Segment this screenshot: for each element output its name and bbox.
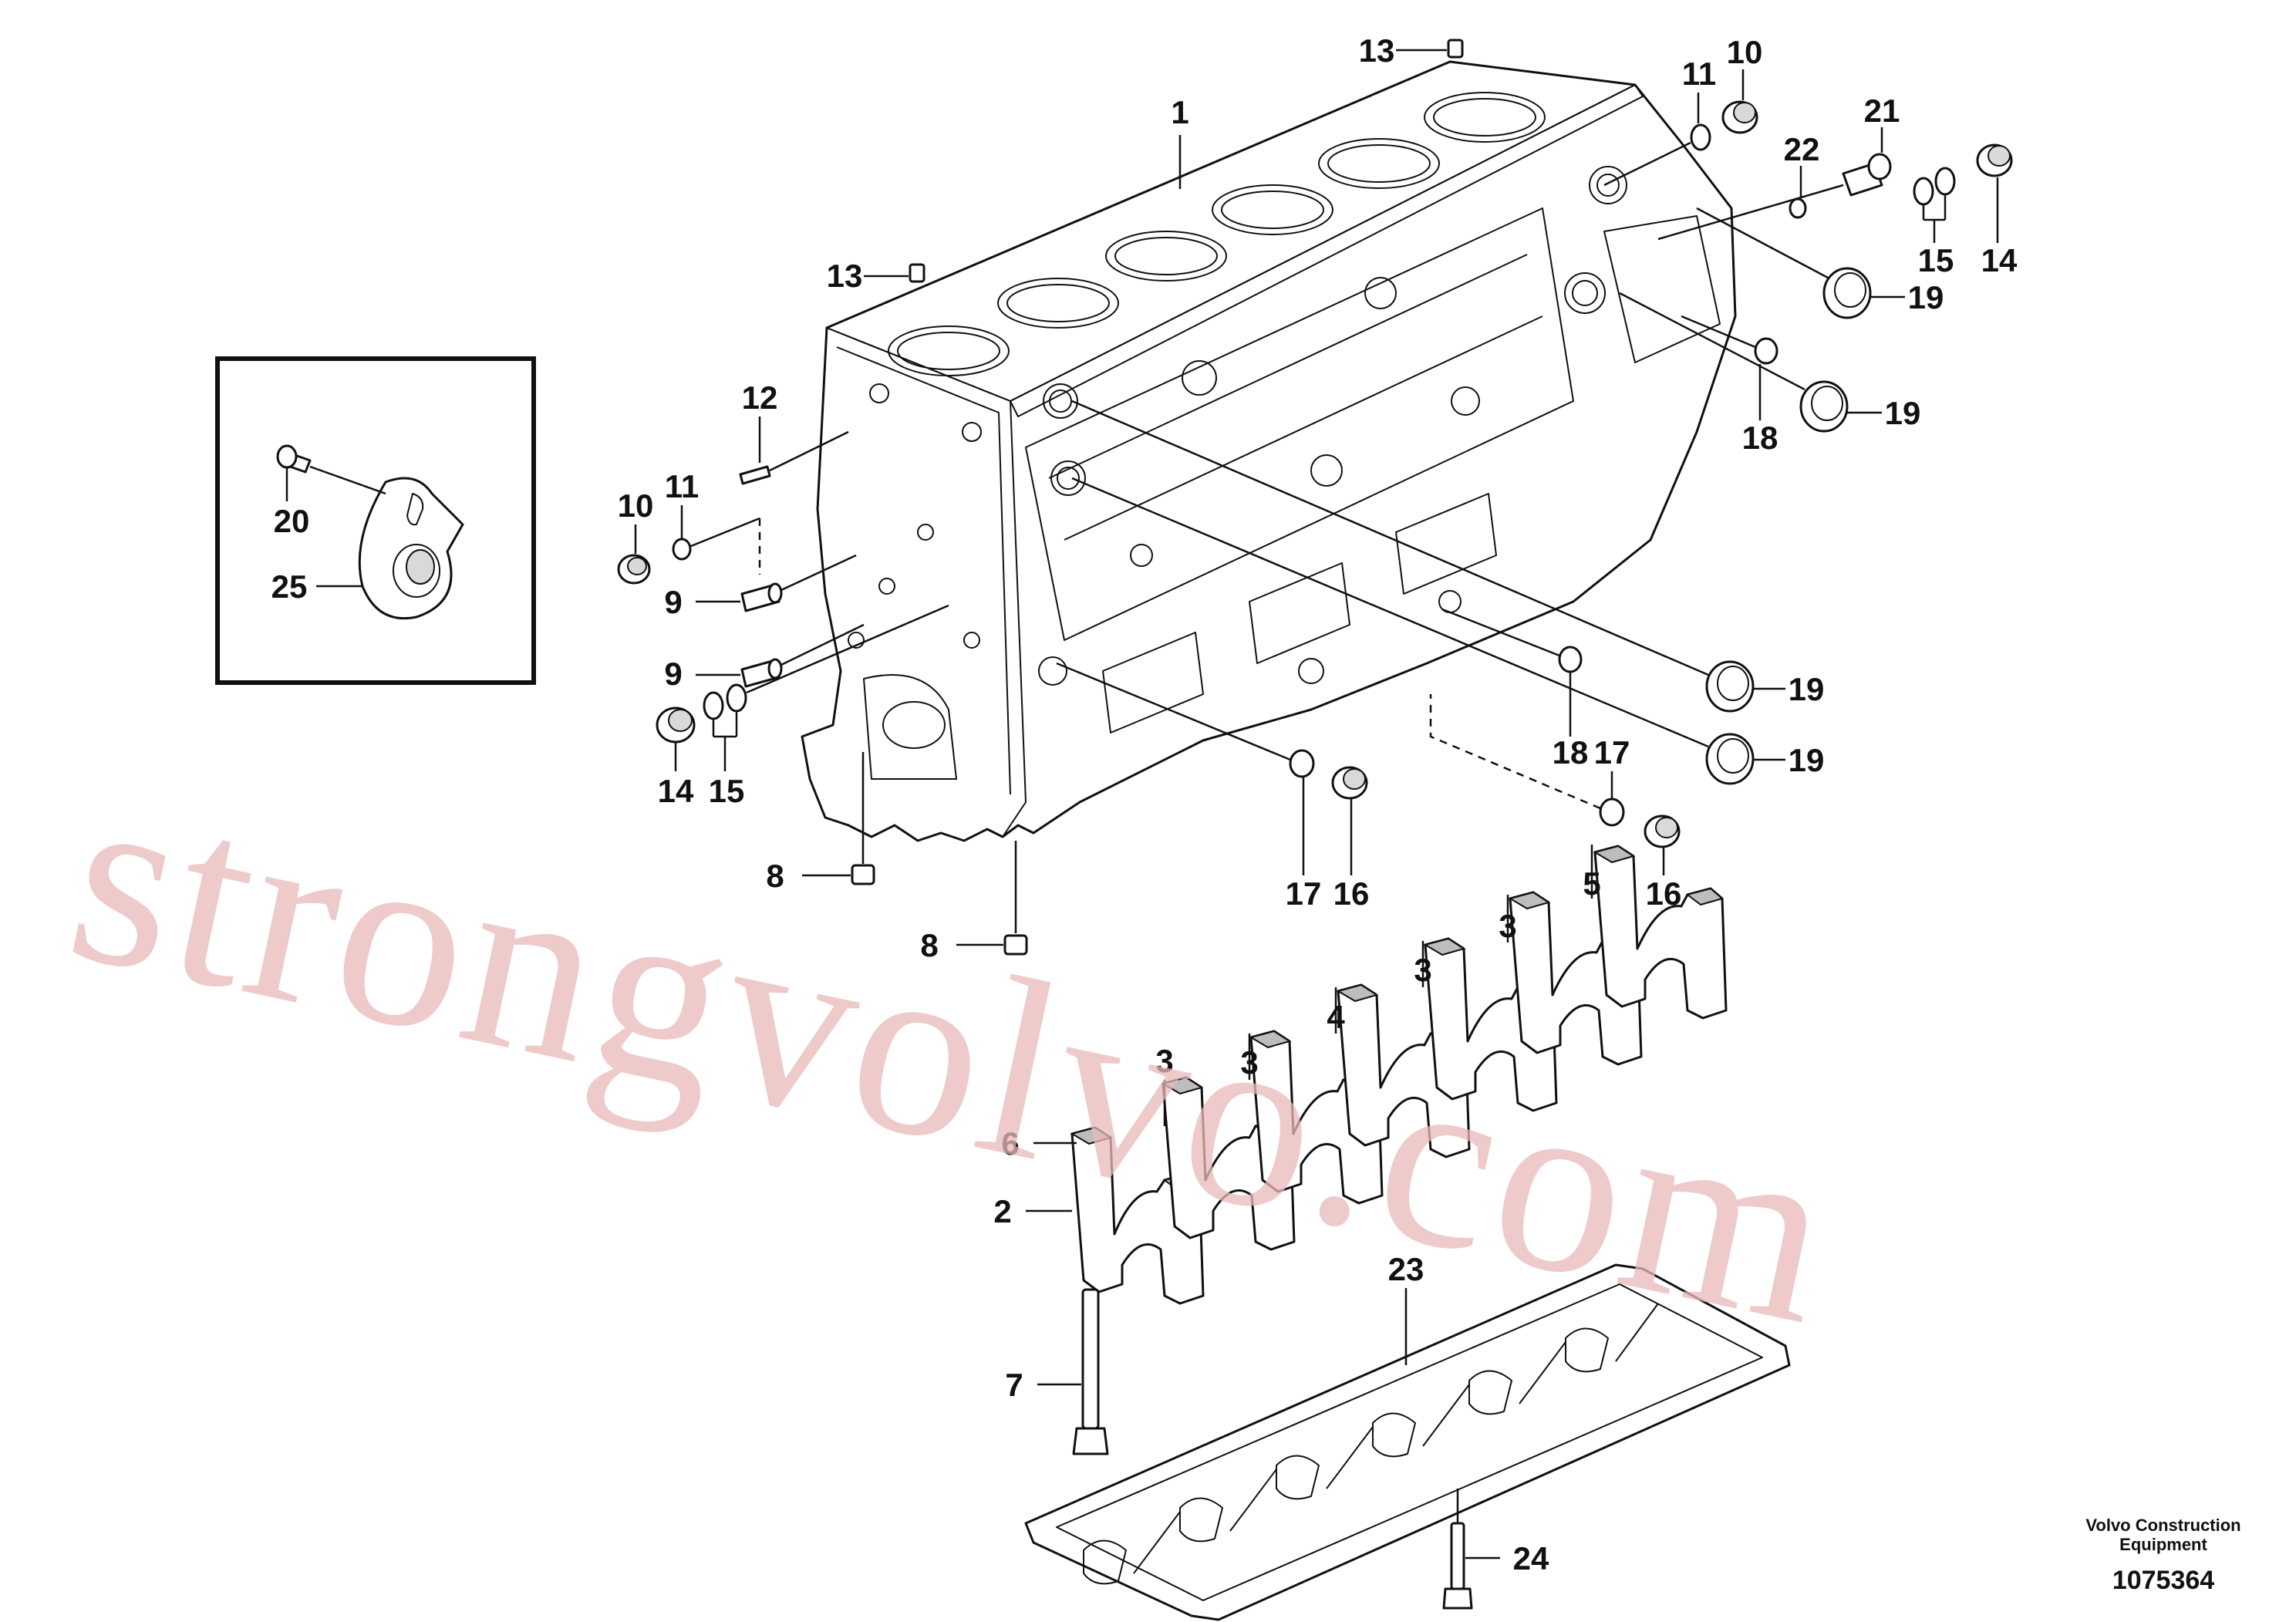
callout-3-b: 3 bbox=[1414, 952, 1431, 988]
callout-9-b: 9 bbox=[664, 656, 682, 692]
caption-number: 1075364 bbox=[2112, 1566, 2214, 1595]
bearing-cap-5 bbox=[1593, 845, 1728, 1020]
callout-14-right: 14 bbox=[1981, 242, 2018, 278]
pin-12 bbox=[739, 465, 771, 485]
detail-inset bbox=[215, 356, 536, 685]
cover-19-d bbox=[1705, 733, 1755, 785]
plug-18-b bbox=[1558, 646, 1583, 673]
seal-ring-11-top bbox=[1690, 123, 1711, 151]
callout-13-mid: 13 bbox=[827, 258, 863, 294]
caption-line1: Volvo Construction bbox=[2085, 1516, 2240, 1535]
callout-14-left: 14 bbox=[658, 773, 694, 809]
callout-18-a: 18 bbox=[1742, 420, 1778, 456]
engine-block bbox=[801, 60, 1737, 842]
bearing-cap-3-d bbox=[1508, 891, 1643, 1066]
callout-11-top: 11 bbox=[1682, 56, 1716, 92]
callout-15-right: 15 bbox=[1918, 242, 1954, 278]
callout-19-b: 19 bbox=[1885, 395, 1921, 431]
ring-15-left-b bbox=[726, 683, 747, 713]
ring-17-a bbox=[1289, 749, 1315, 778]
callout-19-d: 19 bbox=[1789, 742, 1825, 778]
callout-19-a: 19 bbox=[1908, 279, 1944, 315]
callout-19-c: 19 bbox=[1789, 671, 1825, 707]
callout-labels: 1 13 13 11 10 21 22 14 15 19 19 19 19 18… bbox=[271, 32, 2018, 1576]
leader-lines bbox=[634, 49, 1999, 1560]
callout-10-left: 10 bbox=[618, 487, 654, 524]
callout-6: 6 bbox=[1001, 1125, 1019, 1162]
bolt-24 bbox=[1442, 1522, 1473, 1610]
callout-11-left: 11 bbox=[665, 468, 699, 504]
callout-16-a: 16 bbox=[1333, 875, 1370, 912]
dowel-8-a bbox=[851, 864, 875, 885]
bedplate-frame-23 bbox=[1024, 1263, 1791, 1621]
cover-19-a bbox=[1822, 267, 1872, 319]
callout-21: 21 bbox=[1864, 93, 1900, 129]
callout-10-top: 10 bbox=[1727, 34, 1763, 70]
callout-8-b: 8 bbox=[920, 927, 938, 963]
ring-17-b bbox=[1599, 798, 1625, 827]
ring-15-left-a bbox=[703, 691, 724, 720]
callout-1: 1 bbox=[1171, 94, 1188, 130]
callout-18-b: 18 bbox=[1553, 734, 1589, 771]
callout-17-a: 17 bbox=[1286, 875, 1322, 912]
block-fittings bbox=[617, 39, 2013, 1154]
callout-5: 5 bbox=[1583, 865, 1600, 902]
callout-12: 12 bbox=[742, 379, 778, 416]
callout-3-d: 3 bbox=[1155, 1043, 1173, 1079]
callout-7: 7 bbox=[1005, 1367, 1023, 1403]
dowel-13-mid bbox=[909, 263, 925, 283]
callout-3-a: 3 bbox=[1499, 908, 1516, 944]
callout-9-a: 9 bbox=[664, 584, 682, 620]
cover-19-c bbox=[1705, 660, 1755, 713]
seal-ring-15-right-a bbox=[1913, 177, 1934, 206]
callout-24: 24 bbox=[1513, 1540, 1549, 1576]
callout-25: 25 bbox=[271, 568, 308, 605]
callout-22: 22 bbox=[1784, 131, 1820, 167]
callout-15-left: 15 bbox=[709, 773, 745, 809]
callout-3-c: 3 bbox=[1240, 1044, 1258, 1081]
bearing-caps bbox=[1070, 845, 1728, 1305]
plug-18-a bbox=[1754, 337, 1778, 365]
cover-19-b bbox=[1799, 380, 1849, 433]
dowel-8-b bbox=[1003, 934, 1028, 956]
callout-13-top: 13 bbox=[1359, 32, 1395, 69]
callout-17-b: 17 bbox=[1594, 734, 1630, 771]
callout-23: 23 bbox=[1388, 1251, 1424, 1287]
seal-ring-15-right-b bbox=[1934, 167, 1956, 196]
caption-line2: Equipment bbox=[2119, 1535, 2207, 1554]
ring-11-left bbox=[672, 538, 692, 561]
dowel-13-top bbox=[1447, 39, 1464, 59]
callout-4: 4 bbox=[1327, 999, 1345, 1035]
callout-8-a: 8 bbox=[766, 858, 784, 894]
callout-2: 2 bbox=[993, 1193, 1011, 1229]
caption: Volvo Construction Equipment 1075364 bbox=[2085, 1516, 2240, 1595]
washer-22 bbox=[1789, 197, 1807, 219]
callout-20: 20 bbox=[274, 503, 310, 539]
bolt-7 bbox=[1072, 1288, 1109, 1455]
callout-16-b: 16 bbox=[1646, 875, 1682, 912]
